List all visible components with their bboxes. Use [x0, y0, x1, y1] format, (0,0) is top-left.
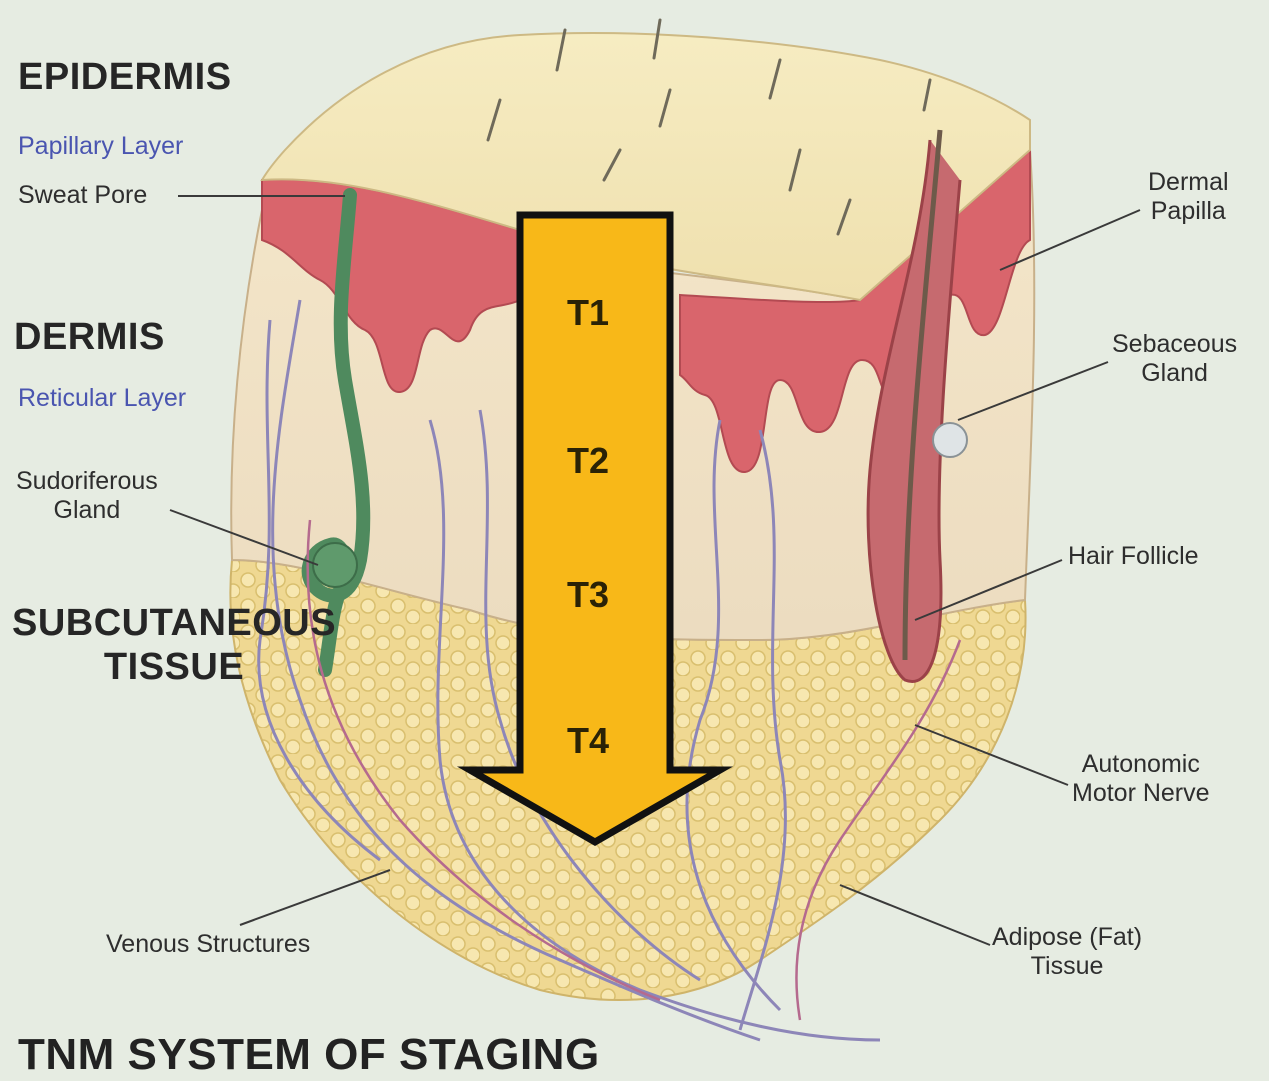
sudoriferous-gland-label: Sudoriferous Gland — [16, 467, 158, 525]
dermal-papilla-label: Dermal Papilla — [1148, 168, 1229, 226]
stage-t4-label: T4 — [567, 720, 609, 762]
papillary-layer-label: Papillary Layer — [18, 132, 183, 161]
venous-structures-label: Venous Structures — [106, 930, 310, 959]
sweat-pore-label: Sweat Pore — [18, 181, 147, 210]
stage-t3-label: T3 — [567, 574, 609, 616]
stage-t1-label: T1 — [567, 292, 609, 334]
adipose-tissue-label: Adipose (Fat) Tissue — [992, 923, 1142, 981]
sebaceous-gland — [933, 423, 967, 457]
autonomic-motor-nerve-label: Autonomic Motor Nerve — [1072, 750, 1210, 808]
subcutaneous-label: SUBCUTANEOUS TISSUE — [12, 602, 336, 689]
epidermis-label: EPIDERMIS — [18, 56, 232, 100]
reticular-layer-label: Reticular Layer — [18, 384, 186, 413]
hair-follicle-label: Hair Follicle — [1068, 542, 1199, 571]
dermis-label: DERMIS — [14, 316, 165, 360]
stage-t2-label: T2 — [567, 440, 609, 482]
page-title: TNM SYSTEM OF STAGING — [18, 1030, 600, 1081]
sebaceous-gland-label: Sebaceous Gland — [1112, 330, 1237, 388]
